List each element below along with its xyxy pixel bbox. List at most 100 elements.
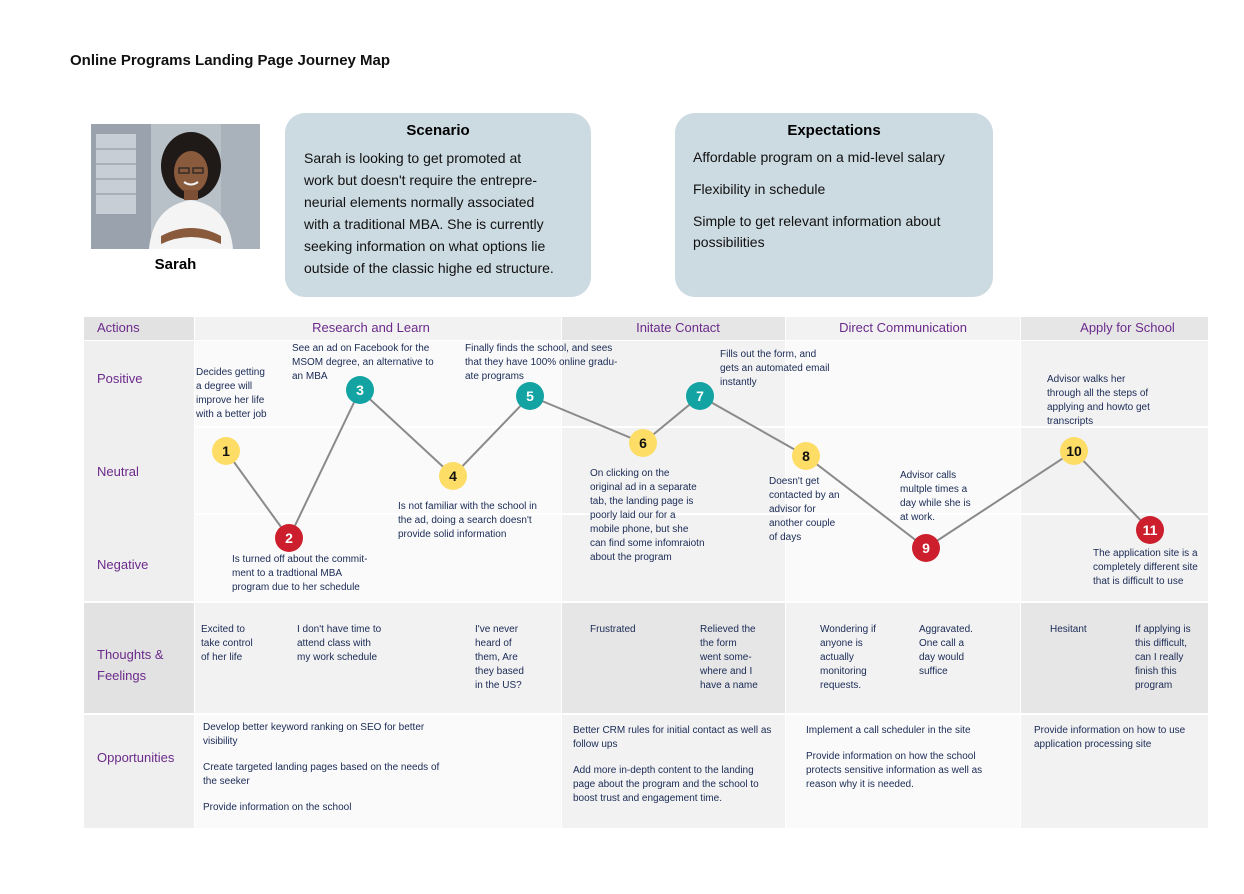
expectations-card: Expectations Affordable program on a mid… [675, 113, 993, 297]
opportunities-area [786, 715, 1020, 828]
opportunity-list: Implement a call scheduler in the site P… [806, 724, 1016, 804]
scenario-text: Sarah is looking to get promoted at work… [304, 147, 584, 279]
thoughts-area [195, 603, 561, 713]
phase-header-cell [195, 317, 561, 340]
expectation-item: Simple to get relevant information about… [693, 213, 941, 250]
journey-node-4 [439, 462, 467, 490]
phase-initiate-contact: Initate Contact [636, 320, 720, 335]
opportunities-area [1021, 715, 1208, 828]
phase-header-cell [1021, 317, 1208, 340]
journey-node-label: 5 [526, 388, 534, 404]
opportunities-area [195, 715, 561, 828]
journey-node-label: 4 [449, 468, 457, 484]
journey-node-label: 1 [222, 443, 230, 459]
expectation-item: Flexibility in schedule [693, 181, 826, 197]
thoughts-area [1021, 603, 1208, 713]
label-cell [84, 715, 194, 828]
scenario-line: with a traditional MBA. She is currently [304, 216, 544, 232]
journey-node-6 [629, 429, 657, 457]
journey-node-3 [346, 376, 374, 404]
row-divider [195, 513, 1208, 515]
row-label-negative: Negative [97, 557, 149, 572]
thought-note: Hesitant [1050, 624, 1087, 635]
row-label-actions: Actions [97, 320, 140, 335]
expectations-title: Expectations [787, 122, 881, 139]
opportunity-item: Create targeted landing pages based on t… [203, 762, 440, 787]
label-cell [84, 317, 194, 340]
opportunity-item: Add more in-depth content to the landing… [573, 765, 759, 804]
row-label-neutral: Neutral [97, 464, 139, 479]
expectation-item: Affordable program on a mid-level salary [693, 149, 945, 165]
journey-node-2 [275, 524, 303, 552]
journey-node-label: 9 [922, 540, 930, 556]
label-cell [84, 341, 194, 601]
phase-direct-communication: Direct Communication [839, 320, 967, 335]
journey-node-1 [212, 437, 240, 465]
persona-name: Sarah [154, 256, 197, 273]
scenario-line: seeking information on what options lie [304, 238, 546, 254]
scenario-card: Scenario Sarah is looking to get promote… [285, 113, 591, 297]
journey-node-9 [912, 534, 940, 562]
journey-node-5 [516, 382, 544, 410]
journey-node-label: 7 [696, 388, 704, 404]
journey-node-label: 11 [1143, 522, 1158, 538]
journey-node-10 [1060, 437, 1088, 465]
opportunity-item: Implement a call scheduler in the site [806, 725, 971, 736]
opportunity-item: Provide information on the school [203, 802, 352, 813]
journey-node-label: 2 [285, 530, 293, 546]
scenario-line: work but doesn't require the entrepre- [304, 172, 538, 188]
opportunity-item: Better CRM rules for initial contact as … [573, 725, 772, 750]
journey-node-label: 6 [639, 435, 647, 451]
scenario-title: Scenario [406, 122, 470, 139]
opportunities-area [562, 715, 785, 828]
persona-photo [91, 124, 260, 249]
persona-portrait-image [91, 124, 260, 249]
scenario-line: Sarah is looking to get promoted at [304, 150, 522, 166]
phase-apply-for-school: Apply for School [1080, 320, 1175, 335]
journey-node-7 [686, 382, 714, 410]
emotion-area [1021, 341, 1208, 601]
expectations-list: Affordable program on a mid-level salary… [693, 147, 983, 264]
journey-node-8 [792, 442, 820, 470]
row-label-opportunities: Opportunities [97, 750, 175, 765]
scenario-line: outside of the classic highe ed structur… [304, 260, 554, 276]
journey-node-label: 3 [356, 382, 364, 398]
scenario-line: neurial elements normally associated [304, 194, 535, 210]
emotion-area [562, 341, 785, 601]
row-label-thoughts-line: Thoughts & [97, 647, 164, 662]
phase-header-cell [786, 317, 1020, 340]
thought-note: Frustrated [590, 624, 636, 635]
row-label-thoughts: Thoughts & Feelings [97, 644, 164, 686]
journey-node-label: 8 [802, 448, 810, 464]
row-label-thoughts-line: Feelings [97, 668, 147, 683]
row-divider [195, 426, 1208, 428]
journey-node-label: 10 [1066, 443, 1082, 459]
phase-header-cell [562, 317, 785, 340]
row-label-positive: Positive [97, 371, 143, 386]
opportunity-list: Better CRM rules for initial contact as … [573, 724, 783, 818]
journey-node-11 [1136, 516, 1164, 544]
label-cell [84, 603, 194, 713]
thoughts-area [786, 603, 1020, 713]
opportunity-list: Develop better keyword ranking on SEO fo… [203, 721, 553, 827]
